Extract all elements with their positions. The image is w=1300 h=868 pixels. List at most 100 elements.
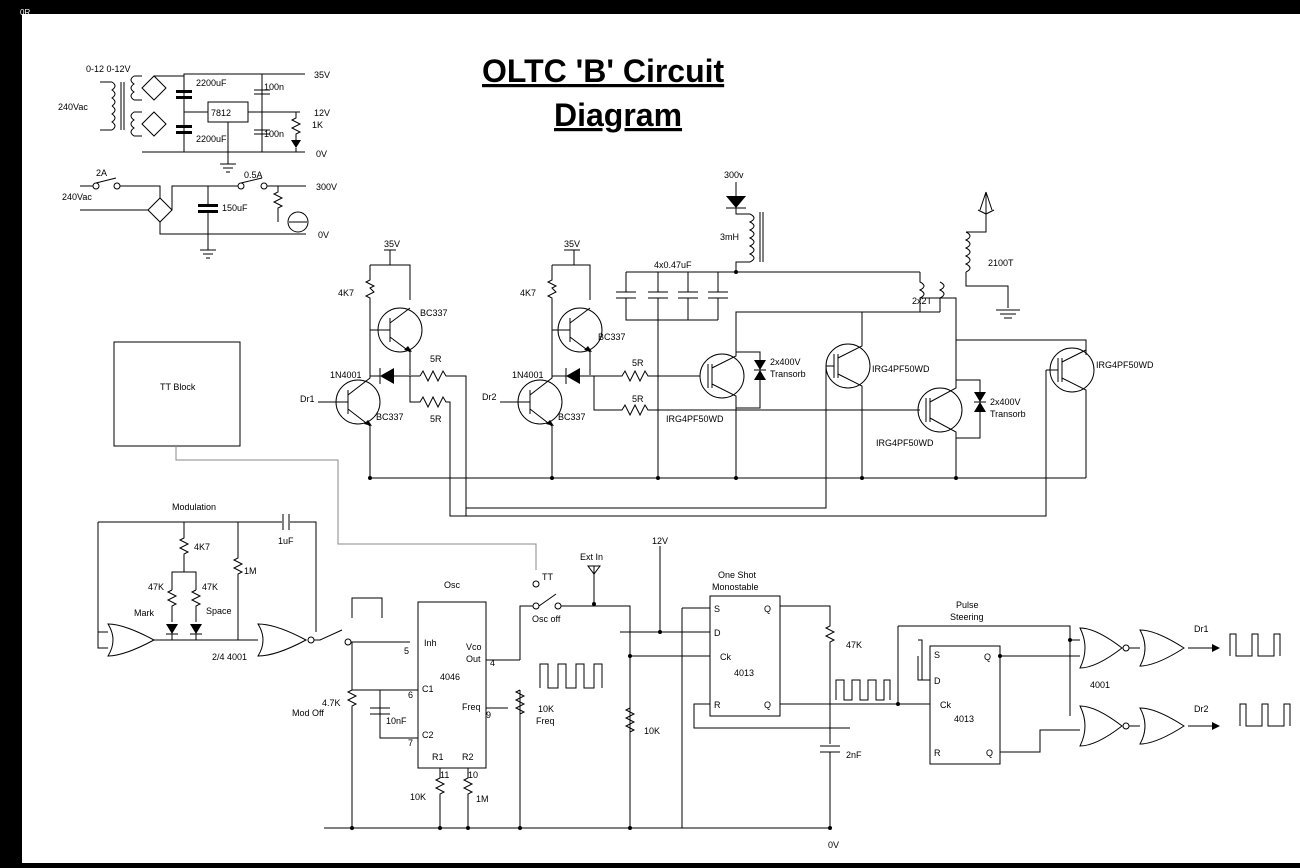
mod-cap-1uf: 1uF	[278, 536, 294, 546]
hv-supply: 2A 240Vac 0.5A 300V 150uF 0V	[62, 168, 337, 259]
hv-rail-0v-label: 0V	[318, 230, 329, 240]
tt-block	[113, 341, 241, 447]
supply-35v-b: 35V	[564, 239, 580, 249]
cap-2200-label: 2200uF	[196, 78, 227, 88]
r-5r-d: 5R	[632, 394, 644, 404]
pulse-waveform	[351, 597, 383, 618]
mono-s: S	[714, 604, 720, 614]
mark-label: Mark	[134, 608, 154, 618]
schematic: OLTC 'B' Circuit Diagram 0-12 0-12V 240V…	[58, 53, 1291, 850]
mod-off-label: Mod Off	[292, 708, 324, 718]
modulation-section: Modulation 4K7 1M 1uF 47K 47K Mark Space…	[97, 502, 410, 662]
osc-off-label: Osc off	[532, 614, 561, 624]
ic-4046	[417, 601, 487, 769]
modulation-title: Modulation	[172, 502, 216, 512]
mono-q: Q	[764, 604, 771, 614]
dr1-input-label: Dr1	[300, 394, 315, 404]
hv-300v-label: 300v	[724, 170, 744, 180]
dr2-waveform	[1239, 703, 1291, 727]
square-waveform	[539, 663, 603, 689]
igbt-4-label: IRG4PF50WD	[1096, 360, 1154, 370]
transformer-label: 0-12 0-12V	[86, 64, 131, 74]
mod-r-1m: 1M	[244, 566, 257, 576]
regulator-label: 7812	[211, 108, 231, 118]
mono-ck: Ck	[720, 652, 731, 662]
steer-s: S	[934, 650, 940, 660]
osc-chip: 4046	[440, 672, 460, 682]
mono-chip: 4013	[734, 668, 754, 678]
mod-r-47k: 4.7K	[322, 698, 341, 708]
transorb-b-label: 2x400V	[990, 397, 1021, 407]
osc-r1: R1	[432, 752, 444, 762]
ext-in-label: Ext In	[580, 552, 603, 562]
rail-12v-switch: 12V	[652, 536, 668, 546]
bc337-a-label: BC337	[420, 308, 448, 318]
dr2-output-label: Dr2	[1194, 704, 1209, 714]
fuse-05a-label: 0.5A	[244, 170, 263, 180]
transformer-primary	[111, 81, 116, 107]
nor-gate-c	[1079, 627, 1123, 669]
gates-4001-label: 4001	[1090, 680, 1110, 690]
pot-freq: Freq	[536, 716, 555, 726]
inductor-3mh-label: 3mH	[720, 232, 739, 242]
pot-10k: 10K	[538, 704, 554, 714]
power-supply: 0-12 0-12V 240Vac 2200uF 2200uF 100n 100…	[58, 64, 330, 173]
pot-space-value: 47K	[202, 582, 218, 592]
r2-1m: 1M	[476, 794, 489, 804]
nor-gate-f	[1129, 707, 1185, 745]
primary-2x2t-label: 2x2T	[912, 296, 933, 306]
igbt-1-label: IRG4PF50WD	[666, 414, 724, 424]
transorb-a-label: 2x400V	[770, 357, 801, 367]
dr1-output-label: Dr1	[1194, 624, 1209, 634]
r-4k7-b: 4K7	[520, 288, 536, 298]
coil-2100t-label: 2100T	[988, 258, 1014, 268]
osc-c2: C2	[422, 730, 434, 740]
bc337-d-label: BC337	[558, 412, 586, 422]
output-stage: 300v 3mH 4x0.47uF 2100T 2x2T 2x400V Tran…	[466, 170, 1154, 509]
title-line1: OLTC 'B' Circuit	[482, 53, 725, 89]
mono-cap-2nf: 2nF	[846, 750, 862, 760]
osc-vco: Vco	[466, 642, 482, 652]
nor-gate-a	[107, 623, 156, 657]
osc-title: Osc	[444, 580, 461, 590]
bc337-c-label: BC337	[598, 332, 626, 342]
r-4k7-a: 4K7	[338, 288, 354, 298]
osc-freq: Freq	[462, 702, 481, 712]
ic-4013-steer	[929, 645, 1001, 765]
rail-0v-label: 0V	[316, 149, 327, 159]
igbt-3	[917, 387, 963, 433]
space-label: Space	[206, 606, 232, 616]
mono-title: One Shot	[718, 570, 757, 580]
pin-11: 11	[440, 770, 449, 780]
osc-out: Out	[466, 654, 481, 664]
nor-gate-b	[257, 623, 308, 657]
steering-section: Pulse Steering 4013 S Q D Ck R Q 4001 Dr…	[896, 600, 1291, 765]
rail-12v-label: 12V	[314, 108, 330, 118]
fuse-2a-label: 2A	[96, 168, 107, 178]
cap-150uf-label: 150uF	[222, 203, 248, 213]
cap-2200-label-2: 2200uF	[196, 134, 227, 144]
cap-100n-label: 100n	[264, 82, 284, 92]
pin-5: 5	[404, 646, 409, 656]
hv-mains-label: 240Vac	[62, 192, 92, 202]
pin-6: 6	[408, 690, 413, 700]
mono-r: R	[714, 700, 721, 710]
pin-7: 7	[408, 738, 413, 748]
transorb-a-label-2: Transorb	[770, 369, 806, 379]
gate-4001-label: 2/4 4001	[212, 652, 247, 662]
r-5r-c: 5R	[632, 358, 644, 368]
diode-a-label: 1N4001	[330, 370, 362, 380]
igbt-1	[699, 353, 745, 399]
mono-d: D	[714, 628, 721, 638]
tt-block-label: TT Block	[160, 382, 196, 392]
diode-1n4001-b	[566, 368, 580, 384]
mono-pot-47k: 47K	[846, 640, 862, 650]
rail-300v-label: 300V	[316, 182, 337, 192]
pot-mark-value: 47K	[148, 582, 164, 592]
transorb-b-label-2: Transorb	[990, 409, 1026, 419]
switch-section: TT Osc off Ext In 12V	[519, 536, 700, 828]
mono-title-2: Monostable	[712, 582, 759, 592]
tt-switch-label: TT	[542, 572, 553, 582]
cap-100n-label-2: 100n	[264, 129, 284, 139]
osc-c1: C1	[422, 684, 434, 694]
